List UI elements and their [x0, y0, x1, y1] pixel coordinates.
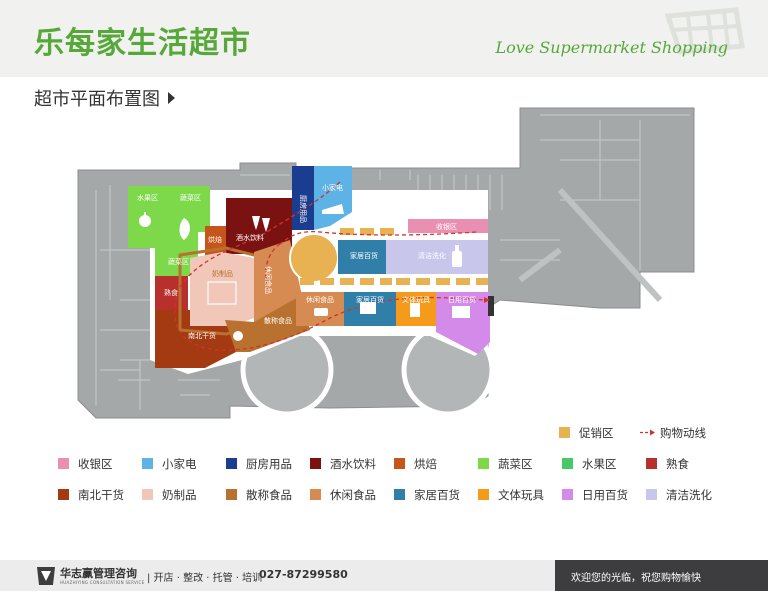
company-services: | 开店 · 整改 · 托管 · 培训	[147, 573, 263, 584]
legend-label: 蔬菜区	[498, 457, 533, 471]
nut-icon	[233, 331, 243, 341]
welcome-text: 欢迎您的光临，祝您购物愉快	[571, 573, 701, 584]
promo-strips	[300, 228, 494, 316]
legend-promo-label: 促销区	[579, 426, 614, 440]
legend-label: 日用百货	[582, 488, 628, 502]
legend-swatch	[310, 489, 321, 500]
label-stationery: 文体玩具	[402, 295, 430, 304]
label-dry: 南北干货	[188, 331, 216, 340]
legend-swatch	[478, 458, 489, 469]
legend-label: 水果区	[582, 457, 617, 471]
book-icon	[410, 303, 420, 317]
zone-daily	[436, 292, 490, 354]
legend-label: 烘焙	[414, 457, 437, 471]
legend-swatch	[562, 489, 573, 500]
candy-icon	[314, 308, 328, 316]
label-home-top: 家居百货	[350, 251, 378, 260]
zone-kitchen	[292, 166, 314, 230]
legend-swatch	[478, 489, 489, 500]
legend-swatch	[310, 458, 321, 469]
zone-cleaning	[386, 240, 488, 274]
iron-icon	[322, 204, 344, 214]
label-dairy: 奶制品	[212, 269, 233, 278]
company-logo-icon	[37, 567, 55, 585]
legend-swatch	[394, 489, 405, 500]
label-appliance: 小家电	[322, 183, 343, 192]
label-home: 家居百货	[356, 295, 384, 304]
bottle-icon	[452, 245, 462, 267]
legend-swatch	[58, 489, 69, 500]
label-kitchen: 厨房用品	[299, 195, 308, 223]
legend-swatch	[142, 458, 153, 469]
label-cleaning: 清洁洗化	[418, 251, 446, 260]
label-fruit: 水果区	[137, 193, 158, 202]
footer-bar	[0, 560, 555, 591]
cart-icon	[664, 7, 745, 55]
label-bulk: 散称食品	[264, 316, 292, 325]
legend-label: 厨房用品	[246, 457, 292, 471]
legend-swatch	[646, 458, 657, 469]
apple-icon	[139, 212, 151, 227]
legend-label: 南北干货	[78, 488, 124, 502]
legend-swatch	[226, 489, 237, 500]
label-veg-bottom: 蔬菜区	[168, 257, 189, 266]
legend-swatch	[394, 458, 405, 469]
legend-label: 酒水饮料	[330, 457, 376, 471]
legend-label: 收银区	[78, 457, 113, 471]
legend-swatch	[562, 458, 573, 469]
vegetable-icon	[179, 218, 190, 240]
company-phone: 027-87299580	[259, 568, 348, 581]
promo-round-stage	[289, 233, 339, 283]
legend-swatch	[58, 458, 69, 469]
milk-box-icon	[207, 281, 237, 305]
label-veg-top: 蔬菜区	[180, 193, 201, 202]
label-drinks: 酒水饮料	[236, 233, 264, 242]
broom-icon	[360, 302, 376, 314]
legend-label: 小家电	[162, 457, 197, 471]
legend-label: 休闲食品	[330, 488, 376, 502]
zone-bulk	[225, 296, 310, 352]
legend-swatch	[142, 489, 153, 500]
legend-swatch	[226, 458, 237, 469]
welcome-banner: 欢迎您的光临，祝您购物愉快	[555, 560, 768, 591]
label-deli: 熟食	[164, 288, 178, 297]
label-daily: 日用百货	[448, 295, 476, 304]
legend-label: 家居百货	[414, 488, 460, 502]
legend-swatch	[646, 489, 657, 500]
label-leisure-round: 休闲食品	[264, 266, 273, 294]
legend-label: 散称食品	[246, 488, 292, 502]
slogan: Love Supermarket Shopping	[495, 38, 728, 57]
legend-label: 文体玩具	[498, 488, 544, 502]
zone-cashier	[408, 219, 488, 233]
label-bakery: 烘焙	[208, 235, 222, 244]
legend-label: 奶制品	[162, 488, 197, 502]
company-name: 华志赢管理咨询	[60, 567, 137, 580]
towel-icon	[452, 306, 470, 318]
wine-glass-icon	[252, 216, 270, 232]
legend-promo-swatch	[559, 427, 570, 438]
flow-arrow-icon	[640, 429, 655, 436]
arrow-right-icon	[168, 92, 175, 104]
company-name-en: HUAZHIYING CONSULTATION SERVICE	[60, 580, 145, 585]
legend-flow-label: 购物动线	[660, 426, 706, 440]
flow-arrow-head	[484, 297, 490, 303]
floor-plan-heading: 超市平面布置图	[34, 85, 175, 111]
zone-deli	[155, 276, 188, 310]
label-cashier: 收银区	[436, 222, 457, 231]
legend-label: 清洁洗化	[666, 488, 712, 502]
floor-plan-title: 超市平面布置图	[34, 89, 160, 110]
legend-label: 熟食	[666, 457, 689, 471]
page-header: 乐每家生活超市 Love Supermarket Shopping	[0, 0, 768, 77]
store-title: 乐每家生活超市	[34, 26, 251, 61]
zone-dairy	[190, 252, 254, 326]
label-leisure: 休闲食品	[306, 295, 334, 304]
zone-home-top	[338, 240, 386, 274]
